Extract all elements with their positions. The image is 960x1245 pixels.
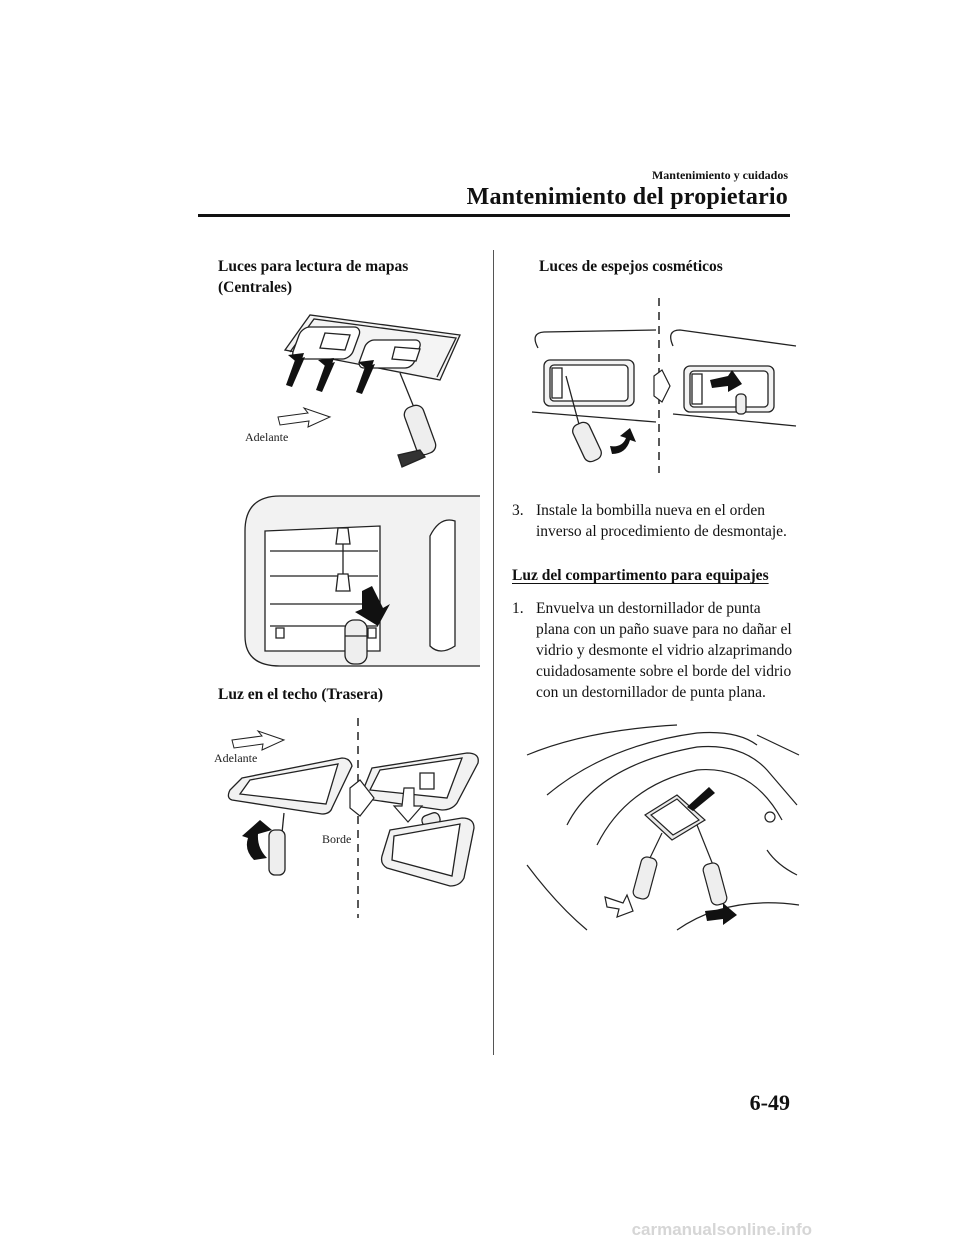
map-light-bulb-illustration [240, 496, 480, 671]
fig3-front-label: Adelante [214, 751, 258, 765]
chapter-title: Mantenimiento y cuidados [651, 168, 788, 182]
section-title: Mantenimiento del propietario [466, 184, 788, 210]
fig1-front-label: Adelante [245, 430, 289, 444]
step-3-text: Instale la bombilla nueva en el orden in… [536, 502, 787, 540]
fig3-edge-label: Borde [322, 832, 352, 846]
column-divider [493, 250, 494, 1055]
roof-light-illustration [212, 718, 487, 918]
cargo-light-illustration [527, 725, 799, 930]
map-light-removal-illustration [230, 305, 480, 480]
watermark: carmanualsonline.info [631, 1220, 812, 1239]
step-3-number: 3. [512, 502, 524, 519]
header-rule [198, 214, 790, 217]
step-1-text: Envuelva un destornillador de punta plan… [536, 600, 793, 701]
map-lights-heading: Luces para lectura de mapas (Centrales) [218, 256, 408, 298]
vanity-lights-heading: Luces de espejos cosméticos [539, 258, 723, 275]
roof-light-heading: Luz en el techo (Trasera) [218, 686, 383, 703]
cargo-light-heading: Luz del compartimento para equipajes [512, 567, 769, 584]
map-lights-heading-line2: (Centrales) [218, 279, 293, 296]
page-number: 6-49 [749, 1090, 790, 1115]
map-lights-heading-line1: Luces para lectura de mapas [218, 258, 409, 275]
vanity-light-illustration [528, 298, 800, 473]
step-1: 1. Envuelva un destornillador de punta p… [512, 598, 797, 703]
step-1-number: 1. [512, 600, 524, 617]
step-3: 3. Instale la bombilla nueva en el orden… [512, 500, 797, 542]
